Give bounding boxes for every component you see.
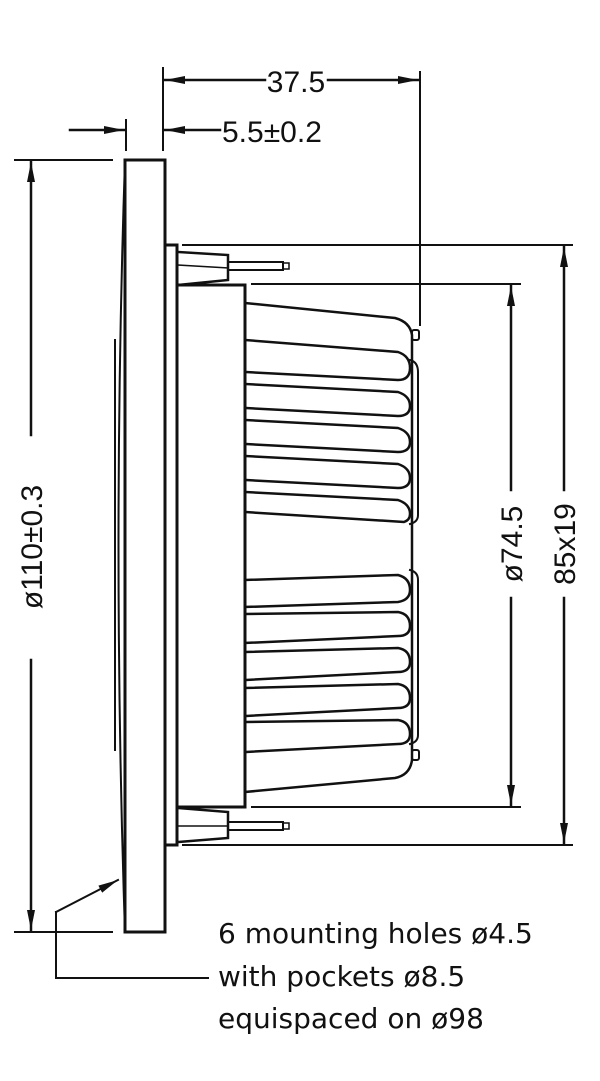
front-flange [114, 158, 167, 934]
note-leader [54, 878, 209, 979]
note-line-1: 6 mounting holes ø4.5 [218, 917, 533, 950]
dim-outer-diameter: ø110±0.3 [16, 485, 49, 609]
dim-depth: 37.5 [267, 66, 325, 99]
terminal-top [176, 250, 290, 287]
dim-frame-size: 85x19 [549, 503, 582, 585]
dim-flange-thickness: 5.5±0.2 [222, 116, 322, 149]
extension-lines [14, 67, 573, 933]
dim-magnet-diameter: ø74.5 [496, 506, 529, 583]
dimension-lines [27, 76, 568, 932]
basket-plate [163, 243, 247, 847]
mounting-note: 6 mounting holes ø4.5 with pockets ø8.5 … [218, 917, 533, 1035]
terminal-bottom [176, 806, 290, 844]
note-line-2: with pockets ø8.5 [218, 960, 465, 993]
note-line-3: equispaced on ø98 [218, 1002, 484, 1035]
magnet-fins [243, 301, 420, 794]
